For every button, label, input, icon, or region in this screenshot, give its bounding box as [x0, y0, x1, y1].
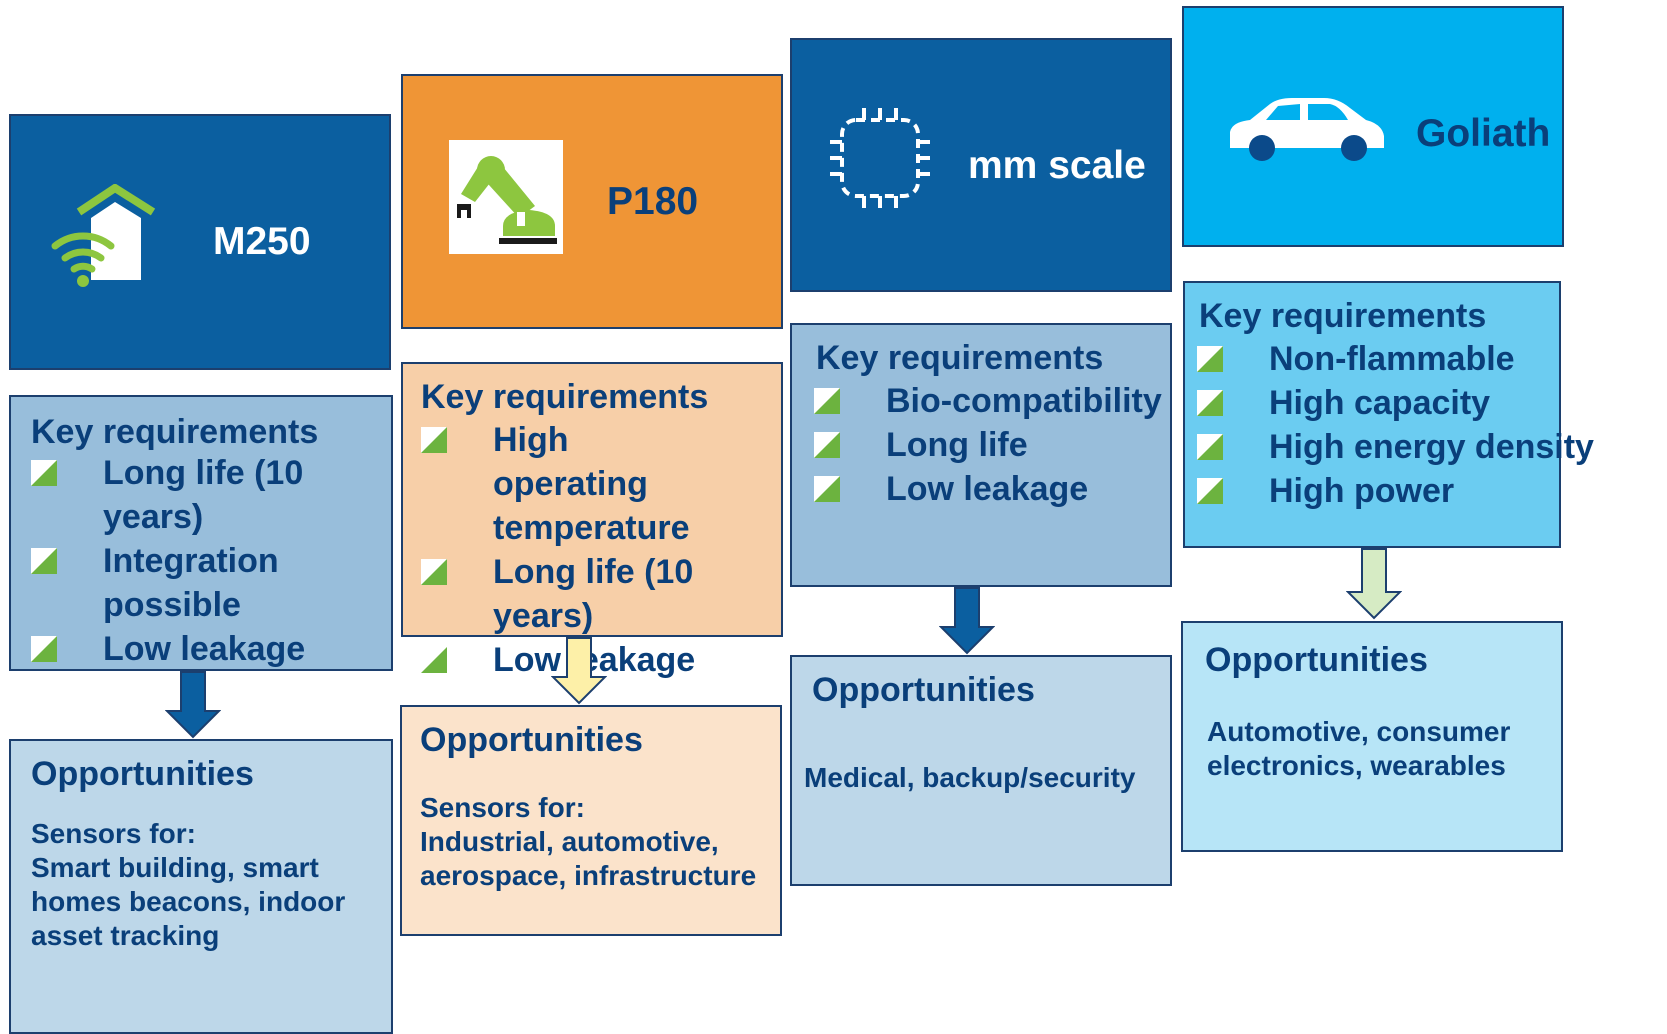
requirement-item: Low leakage [421, 638, 783, 682]
check-icon [31, 460, 57, 486]
requirement-item: High power [1197, 469, 1561, 513]
mm-scale-opportunities-box: Opportunities Medical, backup/security [790, 655, 1172, 886]
opportunities-text: Sensors for: Smart building, smart homes… [31, 818, 346, 951]
requirement-item: Integration possible [31, 539, 303, 627]
requirement-item: Non-flammable [1197, 337, 1561, 381]
microchip-icon [830, 108, 930, 208]
requirements-list: Non-flammable High capacity High energy … [1197, 337, 1594, 513]
mm-scale-header: mm scale [790, 38, 1172, 292]
opportunities-title: Opportunities [1205, 641, 1428, 679]
p180-requirements-box: Key requirements High operating temperat… [401, 362, 783, 679]
requirement-item: High capacity [1197, 381, 1561, 425]
requirement-item: Long life (10 years) [31, 451, 391, 539]
down-arrow-icon [551, 637, 607, 705]
goliath-header: Goliath [1182, 6, 1564, 247]
check-icon [1197, 346, 1223, 372]
check-icon [31, 548, 57, 574]
requirements-title: Key requirements [816, 339, 1104, 377]
check-icon [1197, 390, 1223, 416]
mm-scale-title: mm scale [968, 144, 1146, 187]
check-icon [421, 647, 447, 673]
opportunities-text: Medical, backup/security [804, 762, 1136, 793]
check-icon [814, 388, 840, 414]
requirement-item: Long life (10 years) [421, 550, 783, 638]
requirements-list: Long life (10 years) Integration possibl… [31, 451, 391, 671]
goliath-title: Goliath [1416, 112, 1551, 155]
requirement-item: Low leakage [814, 467, 1170, 511]
check-icon [31, 636, 57, 662]
p180-opportunities-box: Opportunities Sensors for: Industrial, a… [400, 705, 782, 936]
m250-opportunities-box: Opportunities Sensors for: Smart buildin… [9, 739, 393, 1034]
requirement-item: Long life [814, 423, 1170, 467]
check-icon [814, 476, 840, 502]
goliath-opportunities-box: Opportunities Automotive, consumer elect… [1181, 621, 1563, 852]
opportunities-text: Automotive, consumer electronics, wearab… [1207, 716, 1511, 781]
down-arrow-icon [939, 587, 995, 655]
requirement-item: High energy density [1197, 425, 1594, 469]
smart-home-wifi-icon [51, 184, 156, 287]
robot-arm-icon [449, 140, 563, 254]
check-icon [1197, 434, 1223, 460]
p180-header: P180 [401, 74, 783, 329]
requirement-item: High operating temperature [421, 418, 723, 550]
check-icon [421, 427, 447, 453]
requirement-item: Bio-compatibility [814, 379, 1170, 423]
requirement-item: Low leakage [31, 627, 391, 671]
car-icon [1230, 98, 1384, 161]
mm-scale-requirements-box: Key requirements Bio-compatibility Long … [790, 323, 1172, 587]
opportunities-title: Opportunities [420, 721, 643, 759]
opportunities-title: Opportunities [812, 671, 1035, 709]
m250-title: M250 [213, 220, 311, 263]
goliath-requirements-box: Key requirements Non-flammable High capa… [1183, 281, 1594, 548]
requirements-list: Bio-compatibility Long life Low leakage [814, 379, 1170, 511]
check-icon [814, 432, 840, 458]
m250-header: M250 [9, 114, 391, 370]
requirements-title: Key requirements [1199, 297, 1487, 335]
check-icon [421, 559, 447, 585]
requirements-title: Key requirements [31, 413, 319, 451]
opportunities-title: Opportunities [31, 755, 254, 793]
requirements-title: Key requirements [421, 378, 709, 416]
down-arrow-icon [165, 671, 221, 739]
p180-title: P180 [607, 180, 699, 223]
opportunities-text: Sensors for: Industrial, automotive, aer… [420, 792, 757, 891]
m250-requirements-box: Key requirements Long life (10 years) In… [9, 395, 393, 671]
requirements-list: High operating temperature Long life (10… [421, 418, 783, 682]
down-arrow-icon [1346, 548, 1402, 620]
check-icon [1197, 478, 1223, 504]
